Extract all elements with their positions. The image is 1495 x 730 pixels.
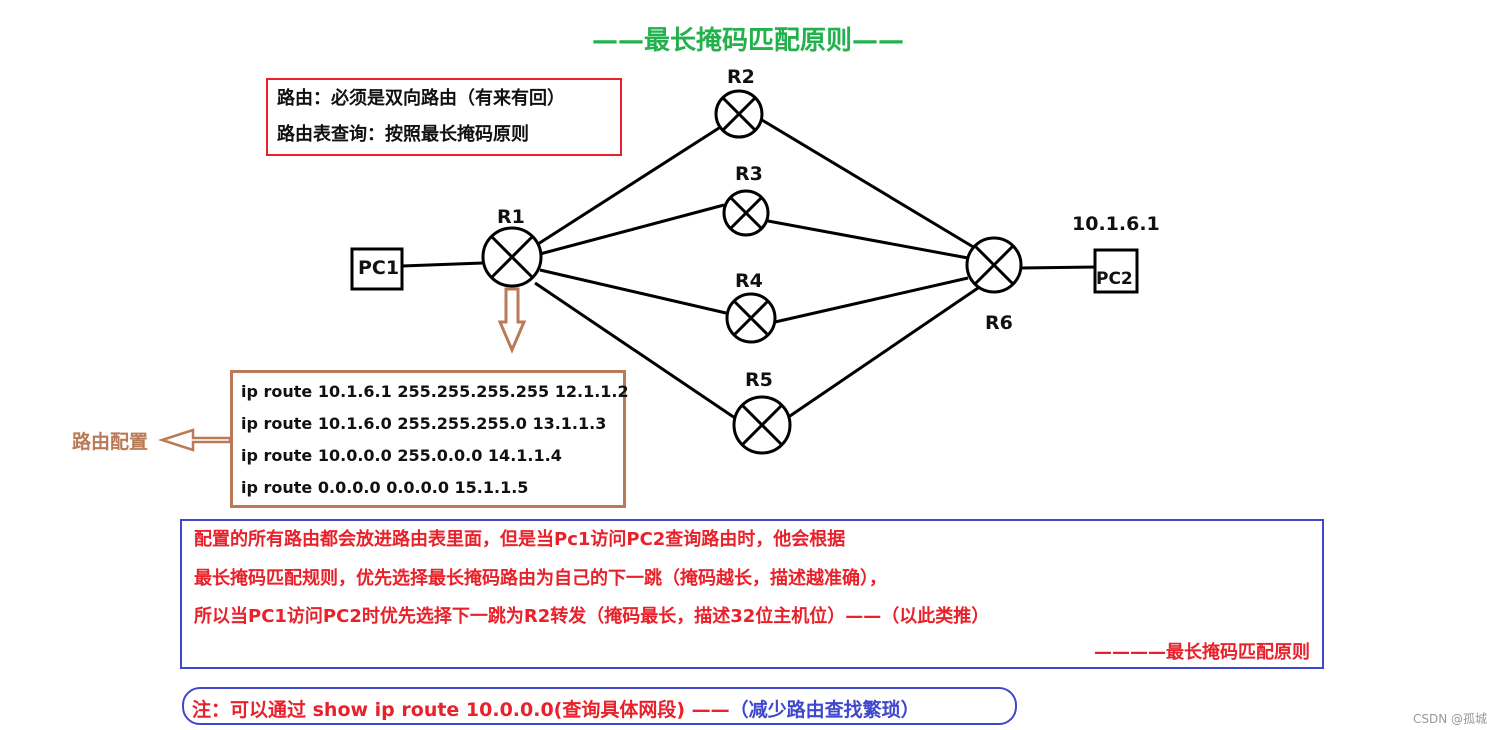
links <box>401 118 1097 422</box>
label-r3: R3 <box>735 163 763 185</box>
link-r1-r5 <box>534 281 739 422</box>
link-r4-r6 <box>774 276 969 324</box>
page-title: ——最长掩码匹配原则—— <box>592 26 905 56</box>
config-line: ip route 10.1.6.1 255.255.255.255 12.1.1… <box>241 382 629 401</box>
router-r2-icon <box>714 89 764 139</box>
label-pc1: PC1 <box>358 257 400 279</box>
explanation-box: 配置的所有路由都会放进路由表里面，但是当Pc1访问PC2查询路由时，他会根据 最… <box>180 519 1324 669</box>
pc2-ip-label: 10.1.6.1 <box>1072 213 1160 235</box>
rules-box: 路由：必须是双向路由（有来有回） 路由表查询：按照最长掩码原则 <box>266 78 622 156</box>
note-box: 注：可以通过 show ip route 10.0.0.0(查询具体网段) ——… <box>182 687 1017 725</box>
label-r5: R5 <box>745 369 773 391</box>
link-r6-pc2 <box>1020 265 1097 270</box>
label-r4: R4 <box>735 270 763 292</box>
explanation-line-1: 配置的所有路由都会放进路由表里面，但是当Pc1访问PC2查询路由时，他会根据 <box>194 529 846 550</box>
link-r1-r4 <box>539 268 727 315</box>
pc1-box <box>350 247 404 291</box>
config-line: ip route 0.0.0.0 0.0.0.0 15.1.1.5 <box>241 478 529 497</box>
link-r3-r6 <box>767 219 969 260</box>
link-r2-r6 <box>761 118 976 250</box>
router-r6-icon <box>965 236 1023 294</box>
note-paren-text: （减少路由查找繁琐） <box>729 699 920 721</box>
rule-line-2: 路由表查询：按照最长掩码原则 <box>277 124 529 145</box>
link-r5-r6 <box>786 286 979 420</box>
router-r4-icon <box>725 292 777 344</box>
label-r1: R1 <box>497 206 525 228</box>
router-r5-icon <box>732 395 792 455</box>
router-r1-icon <box>481 226 543 288</box>
explanation-line-3: 所以当PC1访问PC2时优先选择下一跳为R2转发（掩码最长，描述32位主机位）—… <box>194 606 990 627</box>
config-line: ip route 10.0.0.0 255.0.0.0 14.1.1.4 <box>241 446 562 465</box>
config-box: ip route 10.1.6.1 255.255.255.255 12.1.1… <box>230 370 629 508</box>
router-r3-icon <box>722 189 770 237</box>
down-arrow-icon <box>497 287 527 354</box>
routers <box>481 89 1023 455</box>
link-r1-r3 <box>539 203 725 256</box>
explanation-line-2: 最长掩码匹配规则，优先选择最长掩码路由为自己的下一跳（掩码越长，描述越准确）， <box>194 568 887 589</box>
pc2-box <box>1093 248 1139 294</box>
watermark: CSDN @孤城 <box>1412 712 1487 726</box>
left-arrow-icon <box>157 428 232 452</box>
rule-line-1: 路由：必须是双向路由（有来有回） <box>277 88 565 109</box>
config-label: 路由配置 <box>72 431 149 453</box>
note-main-text: 注：可以通过 show ip route 10.0.0.0(查询具体网段) —— <box>192 699 730 721</box>
label-r2: R2 <box>727 66 755 88</box>
link-pc1-r1 <box>401 261 484 268</box>
label-r6: R6 <box>985 312 1013 334</box>
explanation-footer: ————最长掩码匹配原则 <box>1094 642 1310 663</box>
label-pc2: PC2 <box>1096 269 1133 289</box>
note-text: 注：可以通过 show ip route 10.0.0.0(查询具体网段) ——… <box>192 695 920 722</box>
config-line: ip route 10.1.6.0 255.255.255.0 13.1.1.3 <box>241 414 607 433</box>
link-r1-r2 <box>537 126 720 246</box>
